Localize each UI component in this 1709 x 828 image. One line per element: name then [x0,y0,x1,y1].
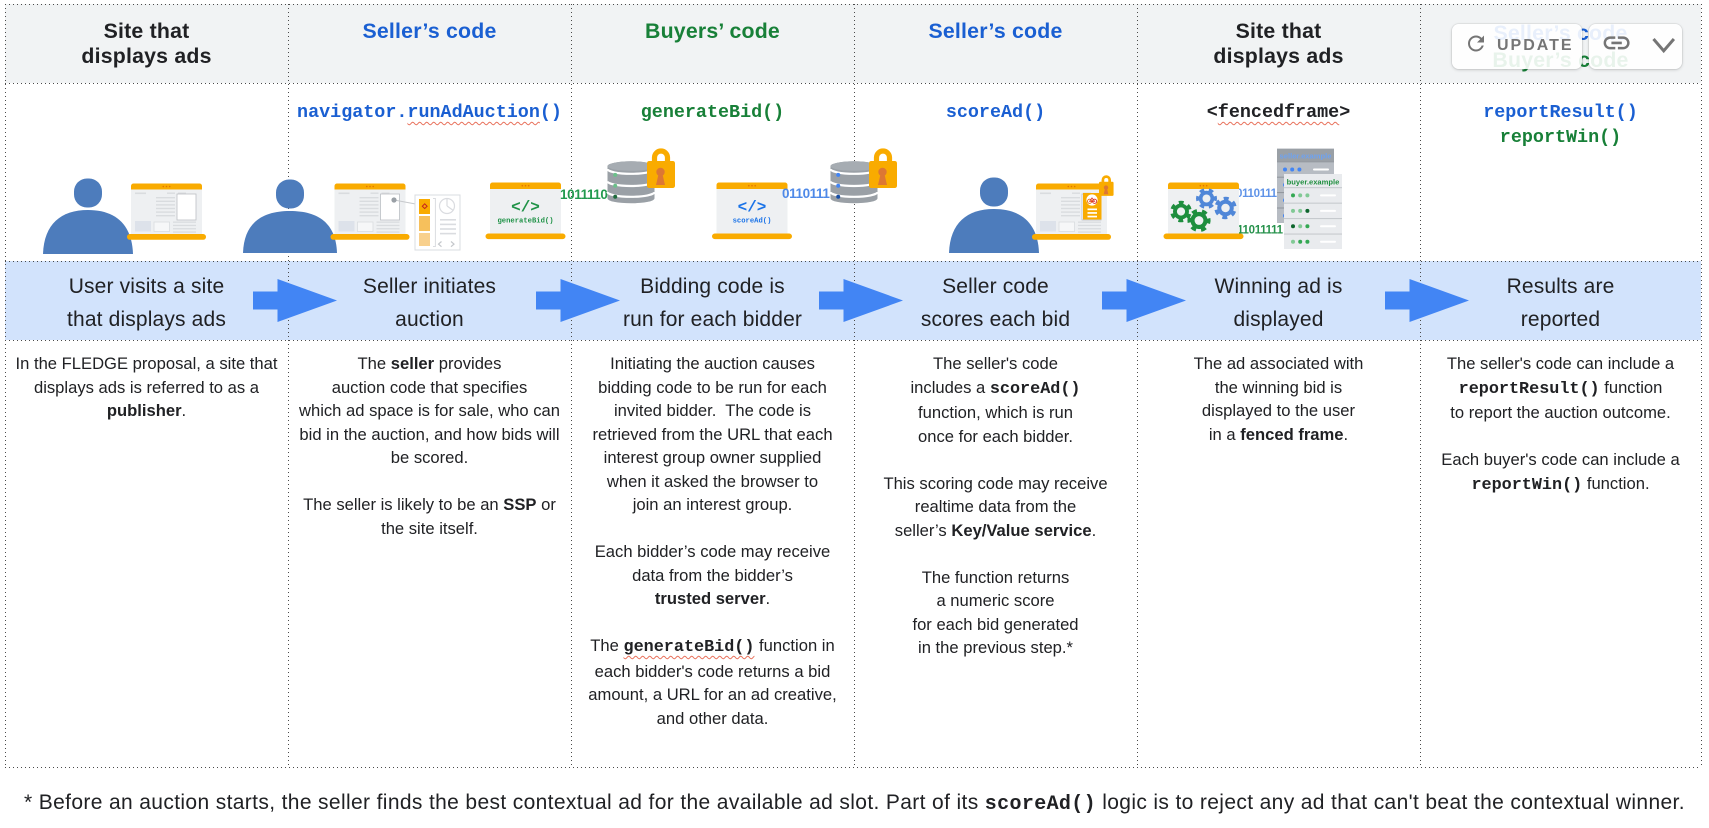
svg-text:</>: </> [511,199,540,217]
svg-text:</>: </> [738,199,767,217]
svg-text:scoreAd(): scoreAd() [733,218,772,226]
svg-text:buyer.example: buyer.example [1287,178,1340,187]
svg-text:0110111: 0110111 [1236,188,1278,200]
svg-text:generateBid(): generateBid() [497,218,553,226]
svg-text:UPDATE: UPDATE [1497,37,1574,54]
svg-text:011011111: 011011111 [1231,225,1284,237]
svg-text:seller.example: seller.example [1280,152,1332,161]
svg-text:0110111: 0110111 [782,186,830,201]
svg-text:1011110: 1011110 [560,187,608,202]
